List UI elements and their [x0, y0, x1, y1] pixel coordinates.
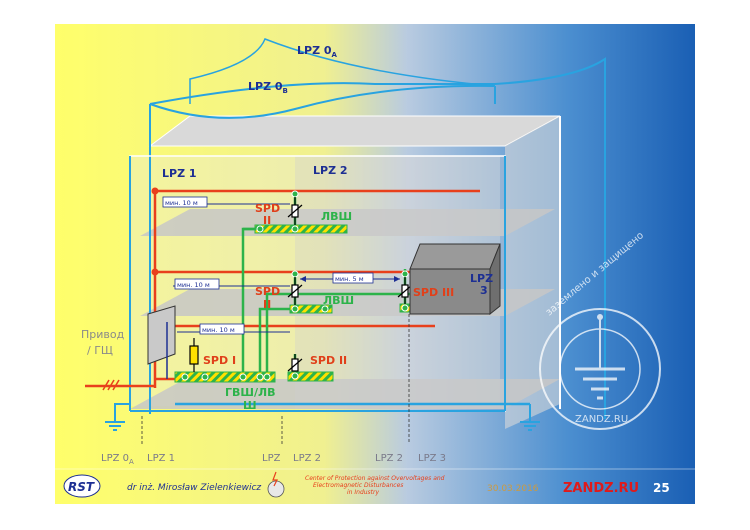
incoming-power-hatch: [102, 379, 120, 391]
lpz-zone-boundaries: [129, 38, 606, 419]
center-logo: [267, 471, 285, 498]
boundary-lpz2-a: LPZ 2: [293, 453, 321, 464]
bar-terminals: [181, 190, 409, 381]
spd-devices: [189, 197, 413, 372]
distance-mid: мин. 10 м: [173, 278, 290, 290]
spd-labels: SPD II SPD II SPD III SPD I SPD II: [203, 202, 454, 367]
footer-page: 25: [653, 481, 670, 495]
privod-label-b: / ГЩ: [87, 344, 113, 357]
lvsh-top-label: ЛВШ: [321, 210, 352, 223]
lpz3-label-a: LPZ: [470, 272, 493, 285]
building-wall-right: [505, 116, 560, 429]
boundary-lpz-a: LPZ: [262, 453, 281, 464]
svg-text:мин. 5 м: мин. 5 м: [335, 275, 364, 283]
privod-label-a: Привод: [81, 328, 125, 341]
bar-labels: ЛВШ ЛВШ ГВШ/ЛВ Ш: [225, 210, 354, 412]
background: [55, 24, 695, 504]
lpz0a-label: LPZ 0A: [297, 44, 338, 59]
footer-author: dr inż. Mirosław Zielenkiewicz: [127, 483, 261, 493]
footer-brand: ZANDZ.RU: [563, 481, 639, 496]
slide: LPZ 0A LPZ 0B LPZ 1 LPZ 2: [55, 24, 695, 504]
gvsh-main-bar: [174, 371, 276, 383]
spd2-bottom-label: SPD II: [310, 354, 347, 367]
footer-center-line1: Center of Protection against Overvoltage…: [305, 475, 445, 482]
footer-date: 30.03.2016: [487, 484, 539, 494]
floor-slab-3: [130, 379, 560, 409]
svg-text:мин. 10 м: мин. 10 м: [177, 281, 210, 289]
zone-labels: LPZ 0A LPZ 0B LPZ 1 LPZ 2: [162, 44, 348, 180]
rst-logo: RST: [63, 474, 101, 498]
roof-slab: [148, 115, 561, 147]
lpz3-box: LPZ 3: [409, 243, 501, 316]
spd2-top-label-a: SPD: [255, 202, 280, 215]
footer-center-line2: Electromagnetic Disturbances: [313, 482, 403, 489]
lvsh-low-bar: [287, 371, 334, 382]
ground-symbols: [105, 403, 540, 431]
spd2-mid-label-a: SPD: [255, 285, 280, 298]
gvsh-label-b: Ш: [243, 399, 257, 412]
svg-text:RST: RST: [68, 480, 95, 494]
boundary-lpz1: LPZ 1: [147, 453, 175, 464]
spd1-label: SPD I: [203, 354, 236, 367]
distance-low: мин. 10 м: [177, 323, 290, 335]
boundary-labels: LPZ 0A LPZ 1 LPZ LPZ 2 LPZ 2 LPZ 3: [101, 453, 446, 466]
switchboard: [147, 305, 176, 365]
footer: RST dr inż. Mirosław Zielenkiewicz Cente…: [55, 468, 695, 498]
distance-box: мин. 5 м: [300, 272, 400, 284]
lpz2-label: LPZ 2: [313, 164, 348, 177]
lvsh-mid-label: ЛВШ: [323, 294, 354, 307]
spd-low: [287, 354, 303, 372]
spd-mid: [287, 277, 303, 305]
svg-text:мин. 10 м: мин. 10 м: [202, 326, 235, 334]
boundary-lpz2-b: LPZ 2: [375, 453, 403, 464]
lpz3-label-b: 3: [480, 284, 488, 297]
boundary-lpz0a: LPZ 0A: [101, 453, 134, 466]
boundary-markers: [141, 314, 410, 444]
lpz1-label: LPZ 1: [162, 167, 197, 180]
distance-annotations: мин. 10 м мин. 10 м мин. 10 м мин. 5 м: [162, 196, 400, 335]
svg-text:мин. 10 м: мин. 10 м: [165, 199, 198, 207]
boundary-lpz3: LPZ 3: [418, 453, 446, 464]
footer-center-line3: in Industry: [347, 489, 380, 496]
spd2-top-label-b: II: [263, 214, 271, 227]
spd2-mid-label-b: II: [263, 298, 271, 311]
gvsh-label-a: ГВШ/ЛВ: [225, 386, 276, 399]
lvsh-top-bar: [254, 224, 348, 234]
lpz2-zone-shade: [295, 156, 505, 409]
distance-top: мин. 10 м: [162, 196, 290, 208]
spd-1: [189, 338, 199, 372]
lpz0b-label: LPZ 0B: [248, 80, 288, 95]
lvsh-mid-bar: [289, 304, 333, 314]
watermark-site: ZANDZ.RU: [575, 414, 628, 425]
spd-top: [287, 197, 303, 225]
spd3-label: SPD III: [413, 286, 454, 299]
